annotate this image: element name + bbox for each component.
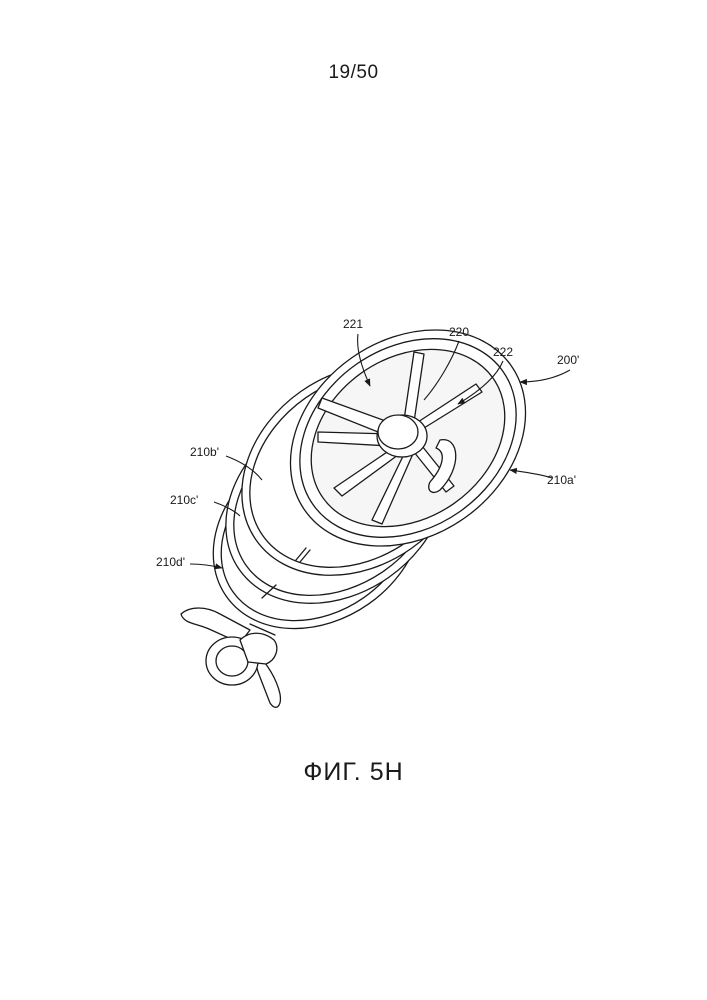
figure-caption: ФИГ. 5H: [0, 758, 707, 787]
label-200: 200': [557, 353, 579, 367]
label-222: 222: [493, 345, 513, 359]
label-210c: 210c': [170, 493, 198, 507]
leader-210a: [510, 470, 552, 478]
label-221: 221: [343, 317, 363, 331]
hub-220: [377, 415, 427, 457]
label-210b: 210b': [190, 445, 219, 459]
label-210d: 210d': [156, 555, 185, 569]
label-210a: 210a': [547, 473, 576, 487]
leader-200: [520, 370, 570, 382]
label-220: 220: [449, 325, 469, 339]
